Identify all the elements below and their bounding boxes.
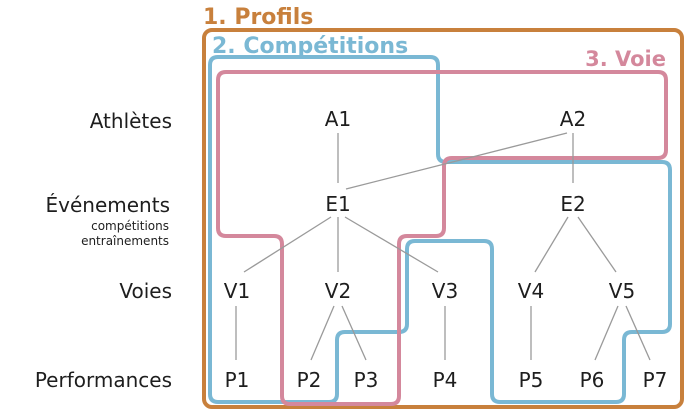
node-p6: P6 bbox=[580, 368, 605, 392]
node-e2: E2 bbox=[560, 192, 585, 216]
region-voie bbox=[216, 70, 668, 406]
level-label-performances: Performances bbox=[35, 368, 172, 392]
edge-e1-v3 bbox=[344, 216, 439, 273]
level-sublabel-competitions: compétitions bbox=[91, 219, 169, 233]
node-v4: V4 bbox=[518, 279, 544, 303]
title-competitions: 2. Compétitions bbox=[212, 34, 408, 59]
node-v1: V1 bbox=[224, 279, 250, 303]
edge-e1-v1 bbox=[243, 216, 332, 273]
edge-a2-e1 bbox=[345, 132, 568, 190]
node-v5: V5 bbox=[609, 279, 635, 303]
edge-v2-p2 bbox=[310, 305, 335, 361]
node-a1: A1 bbox=[325, 107, 351, 131]
title-profils: 1. Profils bbox=[203, 5, 313, 30]
edges bbox=[235, 132, 651, 361]
edge-e2-v5 bbox=[577, 216, 617, 273]
region-profils bbox=[202, 28, 684, 409]
node-p3: P3 bbox=[354, 368, 379, 392]
node-p5: P5 bbox=[519, 368, 544, 392]
level-label-voies: Voies bbox=[119, 279, 172, 303]
node-v2: V2 bbox=[325, 279, 351, 303]
node-a2: A2 bbox=[560, 107, 586, 131]
node-p7: P7 bbox=[643, 368, 668, 392]
node-p1: P1 bbox=[225, 368, 250, 392]
level-label-evenements: Événements bbox=[46, 193, 170, 217]
edge-e2-v4 bbox=[534, 216, 569, 273]
edge-v5-p7 bbox=[625, 305, 651, 361]
node-v3: V3 bbox=[432, 279, 458, 303]
title-voie: 3. Voie bbox=[585, 47, 666, 71]
level-label-athletes: Athlètes bbox=[90, 109, 172, 133]
node-p2: P2 bbox=[297, 368, 322, 392]
node-p4: P4 bbox=[433, 368, 458, 392]
node-e1: E1 bbox=[325, 192, 350, 216]
edge-v5-p6 bbox=[594, 305, 619, 361]
level-sublabel-entrainements: entraînements bbox=[81, 234, 169, 248]
region-competitions bbox=[208, 55, 672, 404]
edge-v2-p3 bbox=[341, 305, 367, 361]
